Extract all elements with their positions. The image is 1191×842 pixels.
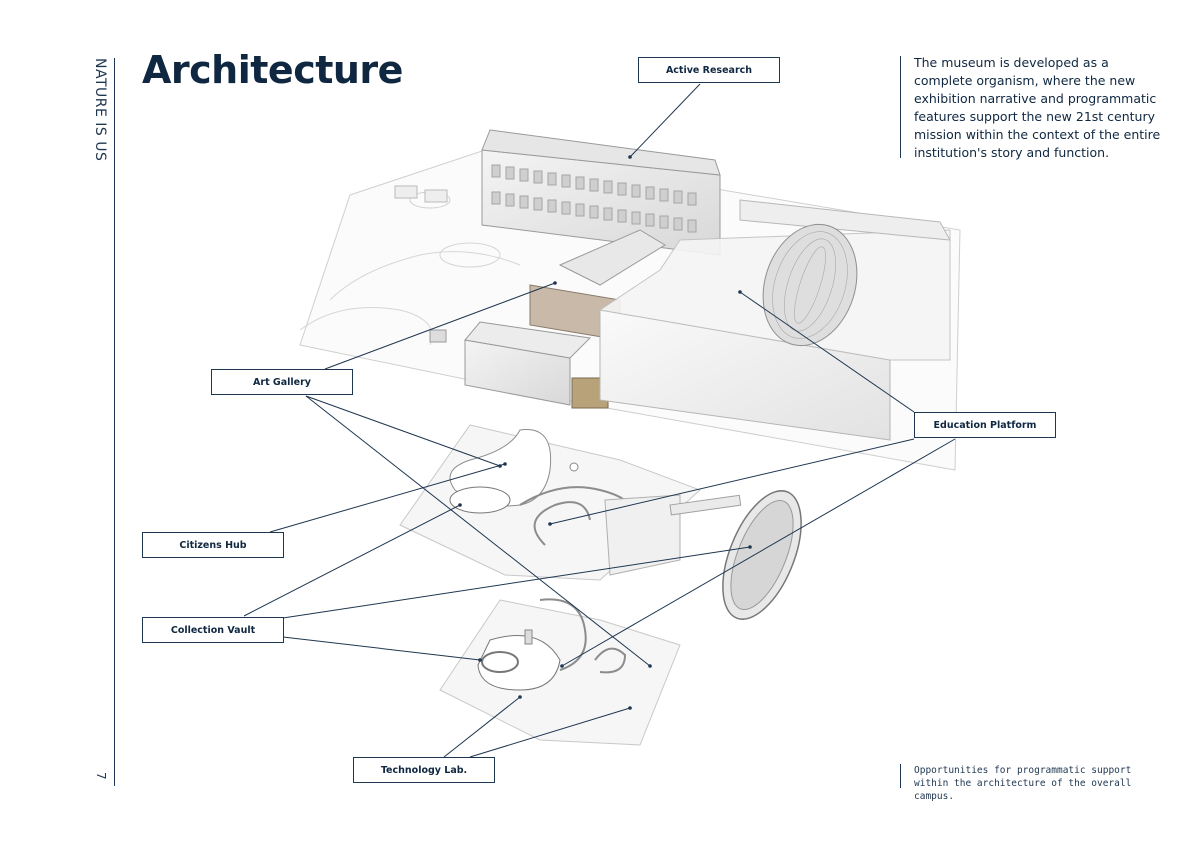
page-title: Architecture <box>142 48 403 92</box>
exploded-floor-upper <box>399 424 742 581</box>
label-collection-vault: Collection Vault <box>142 617 284 643</box>
caption-divider <box>900 764 901 788</box>
leader-lines <box>243 83 956 758</box>
intro-paragraph: The museum is developed as a complete or… <box>914 55 1161 160</box>
label-education-platform: Education Platform <box>914 412 1056 438</box>
label-art-gallery: Art Gallery <box>211 369 353 395</box>
label-technology-lab: Technology Lab. <box>353 757 495 783</box>
intro-divider <box>900 56 901 158</box>
active-research-building <box>481 129 721 256</box>
label-citizens-hub: Citizens Hub <box>142 532 284 558</box>
label-active-research: Active Research <box>638 57 780 83</box>
figure-caption: Opportunities for programmatic support w… <box>914 765 1132 802</box>
exploded-floor-lower <box>439 598 681 746</box>
central-wing-building <box>464 229 666 409</box>
sidebar-divider <box>114 58 115 786</box>
education-platform-building <box>598 199 951 441</box>
leader-dots <box>458 155 752 710</box>
exploded-oval-hall <box>722 490 802 620</box>
